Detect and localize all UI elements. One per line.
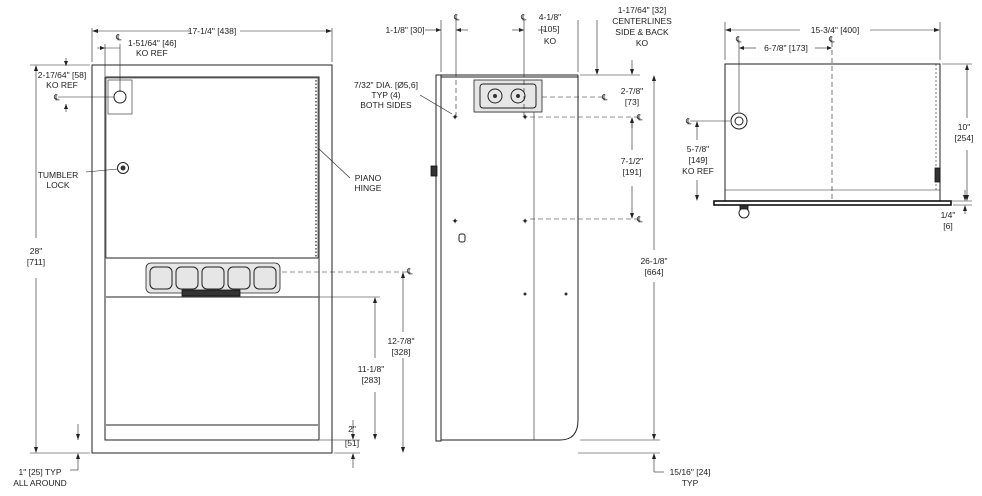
upper-door (105, 77, 319, 259)
side-view: ✦ ✦ ✦ ✦ (430, 74, 579, 442)
outlet-2 (510, 88, 526, 104)
dim-typ-around: ALL AROUND (13, 478, 67, 488)
dispenser-slot-2 (175, 266, 199, 290)
dispenser-slot-4 (227, 266, 251, 290)
side-hinge (430, 165, 438, 177)
dispenser-slot-3 (201, 266, 225, 290)
dim-cl-4: KO (636, 38, 649, 48)
dim-2in: 2" (348, 424, 356, 434)
label-piano: PIANO (355, 173, 382, 183)
cl-mark-left: ℄ (53, 92, 60, 102)
label-lock: LOCK (46, 180, 69, 190)
dim-top-width: 15-3/4" [400] (811, 25, 859, 35)
dim-278: 2-7/8" (621, 86, 643, 96)
dim-height-mm: [711] (27, 257, 45, 267)
dim-1118: 11-1/8" (358, 364, 385, 374)
dim-1287-mm: [328] (392, 347, 411, 357)
dim-ko-left: 2-17/64" [58] (38, 70, 86, 80)
front-view (91, 64, 333, 454)
cl-mark-top2: ℄ (828, 34, 835, 44)
dim-side-418-ko: KO (544, 36, 557, 46)
cl-mark-dispenser: ℄ (406, 266, 413, 276)
top-flange (713, 200, 952, 206)
dim-typ: 1" [25] TYP (18, 467, 61, 477)
label-hinge: HINGE (355, 183, 382, 193)
note-holes-3: BOTH SIDES (360, 100, 412, 110)
hole-1: ✦ (451, 112, 459, 122)
cl-mark-side3: ℄ (601, 92, 608, 102)
front-dimensions: 17-1/4" [438] ℄ 1-51/64" [46] KO REF 2-1… (13, 26, 414, 488)
dispenser-bar (181, 289, 241, 297)
dim-side-118: 1-1/8" [30] (386, 25, 425, 35)
dim-cl-2: CENTERLINES (612, 16, 672, 26)
dim-1118-mm: [283] (362, 375, 381, 385)
dim-ko-top: 1-51/64" [46] (128, 38, 176, 48)
label-tumbler: TUMBLER (38, 170, 79, 180)
dim-height: 28" (30, 246, 42, 256)
hole-3: ✦ (451, 216, 459, 226)
top-lock-knob (738, 207, 750, 219)
outlet-1 (487, 88, 503, 104)
dim-top-578-ko: KO REF (682, 166, 714, 176)
dim-top-578-mm: [149] (689, 155, 708, 165)
tumbler-lock-core (120, 165, 126, 171)
dim-cl-1: 1-17/64" [32] (618, 5, 666, 15)
hole-4: ✦ (521, 216, 529, 226)
dim-ko-left-ref: KO REF (46, 80, 78, 90)
dim-side-418: 4-1/8" (539, 12, 561, 22)
dispenser-slot-1 (149, 266, 173, 290)
dim-1516: 15/16" [24] (670, 467, 711, 477)
dim-2618-mm: [664] (645, 267, 664, 277)
note-holes-2: TYP (4) (371, 90, 400, 100)
dim-712: 7-1/2" (621, 156, 643, 166)
dispenser-slot-5 (253, 266, 277, 290)
hole-2: ✦ (521, 112, 529, 122)
dim-2618: 26-1/8" (640, 256, 667, 266)
dim-top-14: 1/4" (941, 210, 956, 220)
top-dimensions: 15-3/4" [400] ℄ ℄ 6-7/8" [173] 10" [254]… (682, 22, 973, 231)
top-body (724, 63, 941, 202)
dim-1287: 12-7/8" (387, 336, 414, 346)
dim-2in-mm: [51] (345, 438, 359, 448)
top-view (713, 63, 952, 219)
front-flange (91, 64, 333, 454)
top-ko-circle (730, 112, 748, 130)
cl-mark-top: ℄ (115, 32, 122, 42)
tumbler-lock-icon (117, 162, 129, 174)
dim-top-10-mm: [254] (955, 133, 974, 143)
front-cabinet (104, 76, 320, 441)
dim-top-678: 6-7/8" [173] (764, 43, 808, 53)
cl-mark-top3: ℄ (685, 116, 692, 126)
side-dimensions: ℄ 1-1/8" [30] ℄ 4-1/8" [105] KO 1-17/64"… (354, 5, 710, 488)
cl-mark-side1: ℄ (453, 12, 460, 22)
side-bottom (441, 419, 579, 441)
outlet-box (473, 79, 543, 113)
dim-top-14-mm: [6] (943, 221, 952, 231)
dim-side-418-mm: [105] (541, 24, 560, 34)
cl-mark-side4: ℄ (636, 112, 643, 122)
dim-ko-top-ref: KO REF (136, 48, 168, 58)
note-holes-1: 7/32" DIA. [Ø5,6] (354, 80, 418, 90)
cl-mark-top1: ℄ (735, 34, 742, 44)
dim-1516-typ: TYP (682, 478, 699, 488)
ko-circle (113, 90, 127, 104)
dim-top-10: 10" (958, 122, 970, 132)
dim-712-mm: [191] (623, 167, 642, 177)
dim-278-mm: [73] (625, 97, 639, 107)
cl-mark-side2: ℄ (520, 12, 527, 22)
dim-cl-3: SIDE & BACK (615, 27, 669, 37)
dim-front-width: 17-1/4" [438] (188, 26, 236, 36)
side-lock (458, 233, 466, 243)
cl-mark-side5: ℄ (636, 214, 643, 224)
dim-top-578: 5-7/8" (687, 144, 709, 154)
side-flange (435, 74, 442, 442)
